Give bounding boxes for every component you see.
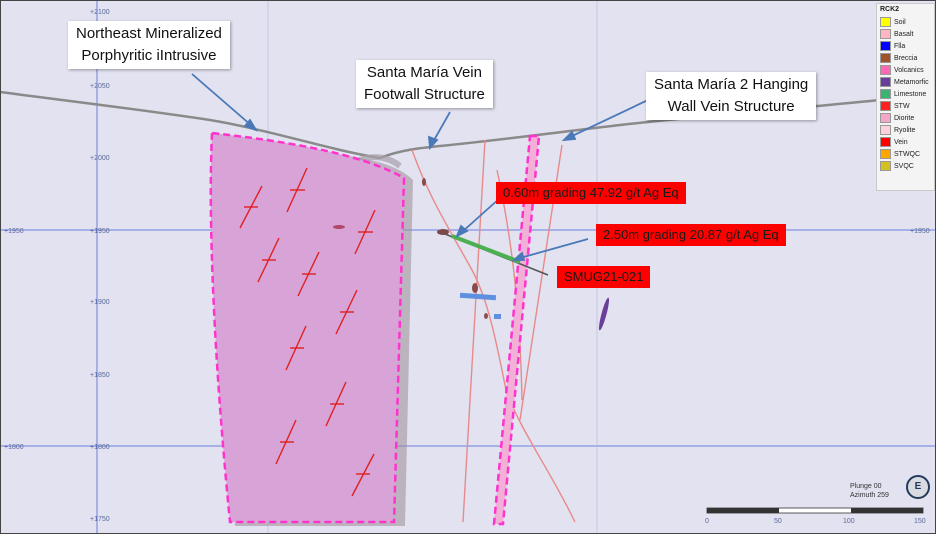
- breccia-pod-2: [472, 283, 478, 293]
- drill-hole-label: SMUG21-021: [557, 266, 651, 288]
- legend-swatch: [880, 29, 891, 39]
- metamorfic-lens: [598, 297, 610, 331]
- legend-label: Ryolite: [894, 126, 916, 134]
- legend-swatch: [880, 137, 891, 147]
- legend-item: Flla: [877, 40, 934, 52]
- compass-icon[interactable]: E: [906, 475, 930, 499]
- flla-lens-2: [494, 314, 501, 319]
- legend-swatch: [880, 77, 891, 87]
- scale-100: 100: [843, 518, 855, 525]
- legend-swatch: [880, 65, 891, 75]
- tick-1900: +1900: [90, 299, 110, 306]
- legend-item: Diorite: [877, 112, 934, 124]
- tick-2050: +2050: [90, 83, 110, 90]
- legend-label: Flla: [894, 42, 906, 50]
- legend-item: SVQC: [877, 160, 934, 172]
- scale-0: 0: [705, 518, 709, 525]
- callout-footwall: Santa María Vein Footwall Structure: [356, 60, 493, 108]
- tick-2100: +2100: [90, 9, 110, 16]
- legend-swatch: [880, 41, 891, 51]
- breccia-pod-3: [484, 313, 488, 319]
- intercept-label-1: 0.60m grading 47.92 g/t Ag Eq: [496, 182, 686, 204]
- tick-1950-right: +1950: [910, 228, 930, 235]
- hanging-wall-vein: [492, 134, 541, 526]
- legend-swatch: [880, 161, 891, 171]
- tick-2000: +2000: [90, 155, 110, 162]
- legend-label: SVQC: [894, 162, 914, 170]
- callout-arrows: [191, 73, 649, 261]
- legend-swatch: [880, 125, 891, 135]
- legend-label: Breccia: [894, 54, 918, 62]
- intercept-label-2: 2.50m grading 20.87 g/t Ag Eq: [596, 224, 786, 246]
- callout-footwall-text: Santa María Vein Footwall Structure: [364, 64, 485, 103]
- drill-hole-interval: [451, 234, 521, 264]
- legend-label: Metamorfic: [894, 78, 929, 86]
- legend-item: Limestone: [877, 88, 934, 100]
- legend-label: Soil: [894, 18, 906, 26]
- legend-swatch: [880, 101, 891, 111]
- callout-hanging-wall: Santa María 2 Hanging Wall Vein Structur…: [646, 72, 817, 120]
- legend-label: Basalt: [894, 30, 914, 38]
- tick-1750: +1750: [90, 516, 110, 523]
- tick-1850: +1850: [90, 372, 110, 379]
- intercept-marker-1: [437, 229, 449, 235]
- foliation-symbols: [239, 167, 376, 497]
- intrusive-body: [209, 131, 406, 524]
- callout-hanging-wall-text: Santa María 2 Hanging Wall Vein Structur…: [654, 76, 809, 115]
- tick-1950: +1950: [90, 228, 110, 235]
- legend-label: Limestone: [894, 90, 927, 98]
- scale-150: 150: [914, 518, 926, 525]
- legend-item: Ryolite: [877, 124, 934, 136]
- legend-item: Soil: [877, 16, 934, 28]
- elevation-ticks: +2100 +2050 +2000 +1950 +1950 +1950 +190…: [4, 9, 930, 523]
- legend-swatch: [880, 17, 891, 27]
- plunge-readout: Plunge 00: [850, 483, 882, 490]
- scale-bar: 0 50 100 150: [705, 507, 926, 525]
- legend-title: RCK2: [880, 6, 900, 13]
- breccia-pod: [422, 178, 426, 186]
- scale-50: 50: [774, 518, 782, 525]
- callout-intrusive: Northeast Mineralized Porphyritic iIntru…: [68, 21, 230, 69]
- legend-item: Breccia: [877, 52, 934, 64]
- callout-intrusive-text: Northeast Mineralized Porphyritic iIntru…: [76, 25, 222, 64]
- tick-1800: +1800: [90, 444, 110, 451]
- legend-label: STWQC: [894, 150, 921, 158]
- legend-label: STW: [894, 102, 910, 110]
- breccia-lens: [333, 225, 345, 229]
- legend-item: STWQC: [877, 148, 934, 160]
- legend-swatch: [880, 113, 891, 123]
- legend-item: Basalt: [877, 28, 934, 40]
- legend-item: Volcanics: [877, 64, 934, 76]
- flla-lens: [459, 292, 497, 301]
- legend-item: Metamorfic: [877, 76, 934, 88]
- azimuth-readout: Azimuth 259: [850, 492, 889, 499]
- legend-label: Diorite: [894, 114, 915, 122]
- legend-label: Volcanics: [894, 66, 924, 74]
- legend-label: Vein: [894, 138, 908, 146]
- tick-1800-left: +1800: [4, 444, 24, 451]
- legend-item: STW: [877, 100, 934, 112]
- legend-swatch: [880, 53, 891, 63]
- compass-label: E: [914, 481, 922, 492]
- legend-swatch: [880, 149, 891, 159]
- legend-item: Vein: [877, 136, 934, 148]
- view-info: Plunge 00 Azimuth 259: [850, 482, 889, 500]
- legend-swatch: [880, 89, 891, 99]
- tick-1950-left: +1950: [4, 228, 24, 235]
